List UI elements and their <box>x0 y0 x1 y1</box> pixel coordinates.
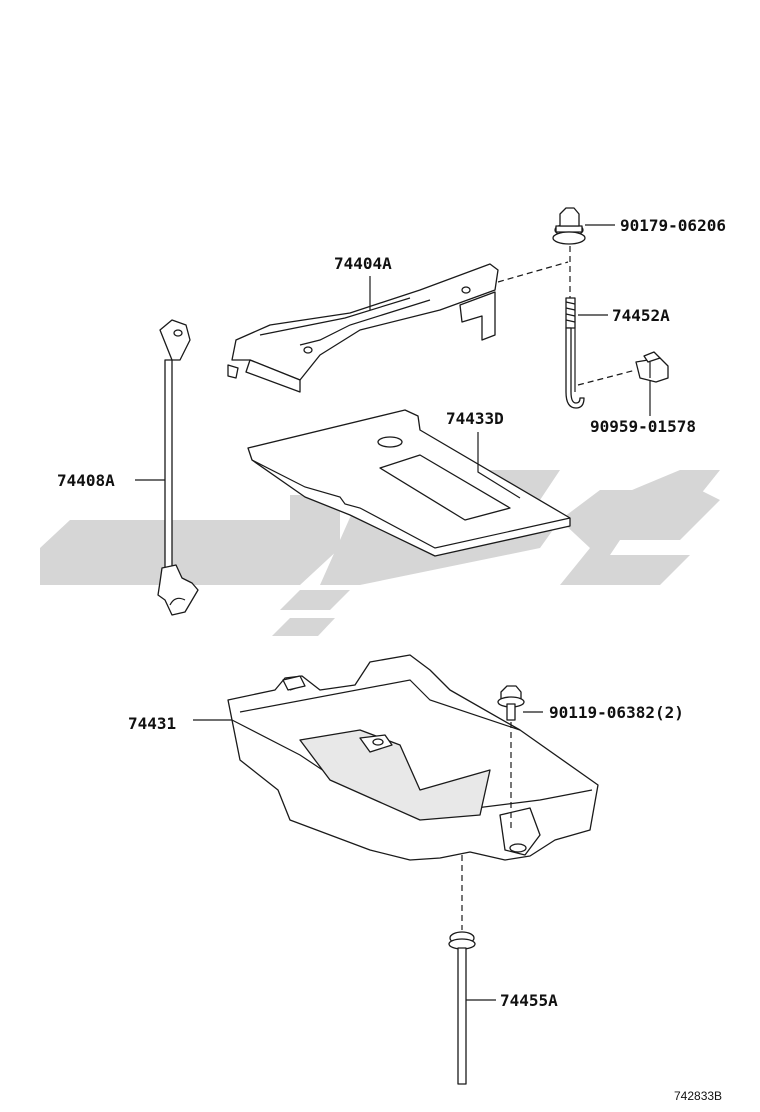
leader-74433 <box>477 432 521 499</box>
label-90959-01578[interactable]: 90959-01578 <box>590 417 696 436</box>
label-74433d[interactable]: 74433D <box>446 409 504 428</box>
label-74455a[interactable]: 74455A <box>500 991 558 1010</box>
label-90119-06382[interactable]: 90119-06382(2) <box>549 703 684 722</box>
hold-down-rod[interactable] <box>157 319 199 616</box>
guide-bolt-clip <box>577 369 637 386</box>
clip-part[interactable] <box>635 351 669 383</box>
flange-bolt-part[interactable] <box>497 685 525 721</box>
label-74408a[interactable]: 74408A <box>57 471 115 490</box>
long-bolt-part[interactable] <box>448 931 476 1085</box>
guide-nut-bracket <box>497 261 569 283</box>
flange-nut-part[interactable] <box>552 207 586 245</box>
label-74404a[interactable]: 74404A <box>334 254 392 273</box>
label-74452a[interactable]: 74452A <box>612 306 670 325</box>
figure-code: 742833B <box>674 1089 722 1103</box>
j-bolt-part[interactable] <box>565 297 585 409</box>
label-74431[interactable]: 74431 <box>128 714 176 733</box>
tray-insulator-plate[interactable] <box>247 409 571 557</box>
label-90179-06206[interactable]: 90179-06206 <box>620 216 726 235</box>
battery-tray[interactable] <box>227 654 599 861</box>
battery-clamp-bracket[interactable] <box>227 263 499 393</box>
